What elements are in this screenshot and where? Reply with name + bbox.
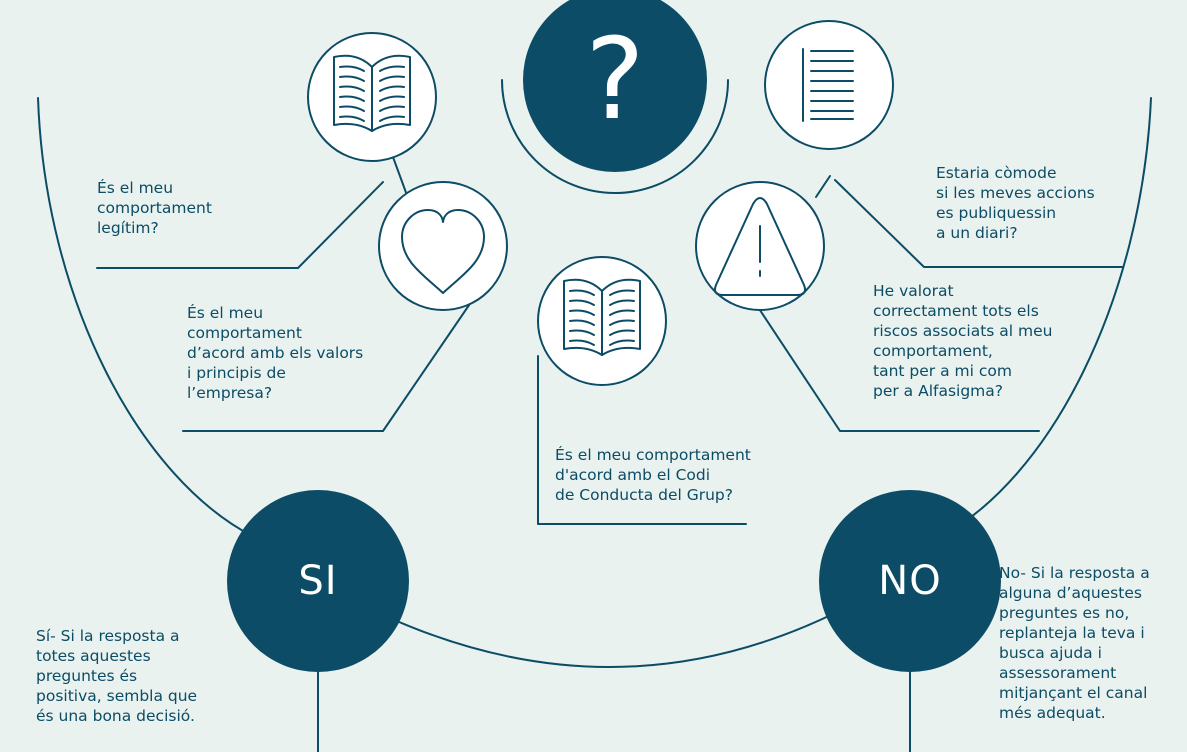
- open-book-icon: [333, 54, 411, 132]
- question-code: És el meu comportament d'acord amb el Co…: [555, 446, 751, 504]
- question-circle: [523, 0, 707, 172]
- yes-circle: [227, 490, 409, 672]
- question-risks: He valorat correctament tots els riscos …: [873, 282, 1053, 400]
- no-description: No- Si la resposta a alguna d’aquestes p…: [999, 564, 1150, 722]
- warning-triangle-icon: [713, 197, 807, 296]
- icon-circle: [378, 181, 508, 311]
- document-lines-icon: [802, 48, 854, 122]
- outcome-arc: [380, 613, 834, 668]
- callout-line: [834, 179, 1124, 268]
- callout-line: [537, 355, 747, 525]
- open-book-icon: [563, 278, 641, 356]
- heart-icon: [401, 209, 485, 294]
- icon-circle: [764, 20, 894, 150]
- callout-line: [739, 279, 1040, 432]
- outer-arc: [37, 97, 257, 539]
- connector-line: [815, 175, 831, 198]
- yes-description: Sí- Si la resposta a totes aquestes preg…: [36, 627, 198, 725]
- question-arc: [501, 79, 729, 194]
- question-values: És el meu comportament d’acord amb els v…: [187, 304, 364, 402]
- question-newspaper: Estaria còmode si les meves accions es p…: [936, 164, 1095, 242]
- no-circle: [819, 490, 1001, 672]
- yes-label: SI: [298, 558, 338, 604]
- callout-line: [182, 291, 479, 432]
- question-mark: ?: [585, 15, 645, 145]
- callout-line: [96, 181, 384, 269]
- no-label: NO: [878, 558, 942, 604]
- question-legitimate: És el meu comportament legítim?: [97, 179, 212, 237]
- outer-arc: [937, 97, 1152, 539]
